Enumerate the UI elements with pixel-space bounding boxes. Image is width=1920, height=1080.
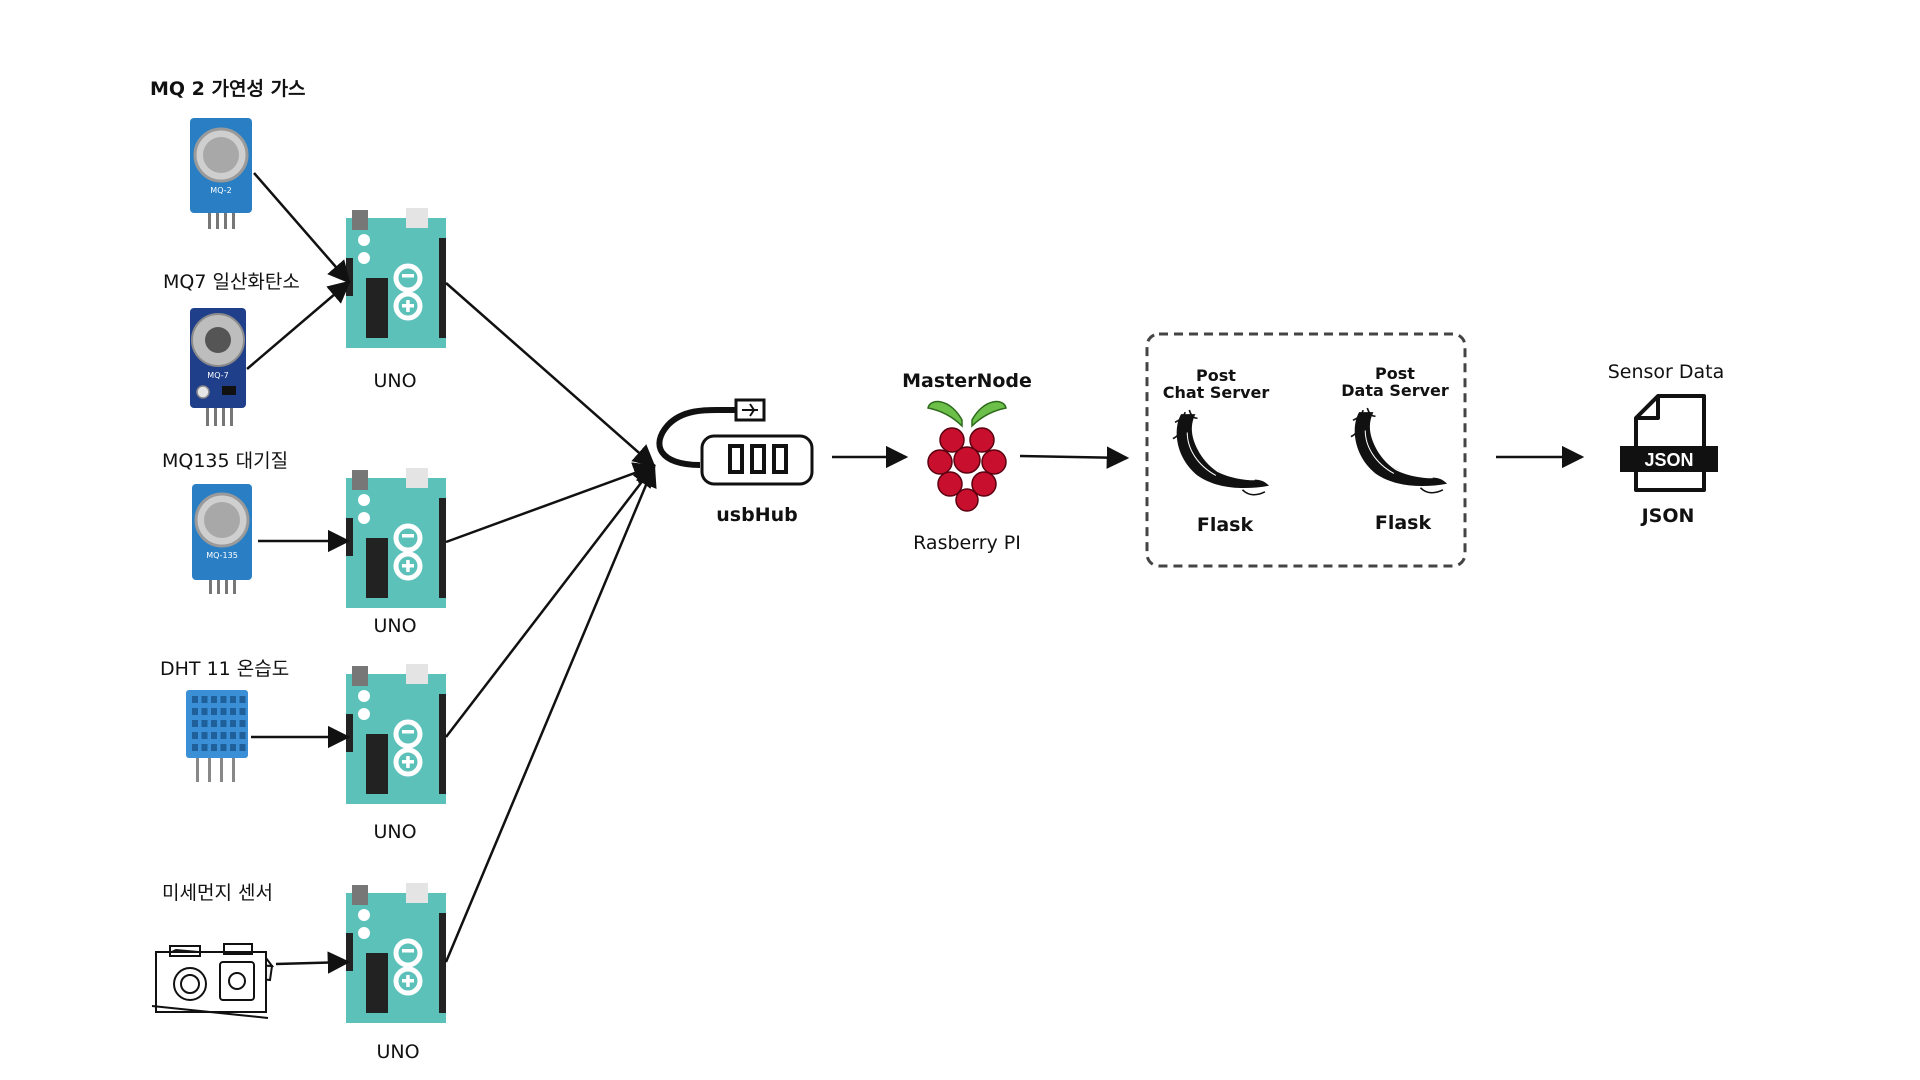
uno-label-2: UNO: [373, 615, 417, 637]
arrow-dust-uno: [275, 951, 351, 974]
raspberry-pi-icon: [927, 400, 1007, 512]
dht11-grid-cell: [239, 720, 246, 727]
dht11-grid-cell: [211, 732, 217, 739]
data-server-name: Data Server: [1341, 380, 1449, 400]
sensor-label-mq135: MQ135 대기질: [162, 450, 289, 472]
arrow-mq7-uno: [246, 280, 351, 370]
flask-icon-data: [1350, 407, 1448, 494]
uno-board-icon-4: [346, 883, 446, 1023]
dht11-grid-cell: [201, 696, 208, 703]
dht11-grid-cell: [239, 708, 246, 715]
mq135-sensor-icon: MQ-135: [192, 484, 252, 594]
output-title: Sensor Data: [1607, 361, 1725, 383]
arrow-master-servers: [1019, 446, 1130, 469]
dht11-grid-cell: [201, 732, 208, 739]
dht11-grid-cell: [201, 708, 208, 715]
mq135-chip-label: MQ-135: [206, 551, 238, 560]
master-label: Rasberry PI: [913, 532, 1021, 554]
arrow-uno2-hub: [445, 462, 657, 544]
dht11-grid-cell: [230, 732, 236, 739]
dht11-grid-cell: [201, 720, 208, 727]
data-server-post: Post: [1375, 364, 1415, 383]
dht11-grid-cell: [192, 696, 198, 703]
chat-server-post: Post: [1196, 366, 1236, 385]
dht11-grid-cell: [192, 732, 198, 739]
arrow-uno4-hub: [444, 463, 657, 963]
dht11-grid-cell: [230, 696, 236, 703]
json-badge-text: JSON: [1644, 450, 1693, 470]
usb-hub-icon: [656, 398, 814, 486]
dht11-grid-cell: [220, 708, 227, 715]
sensor-label-mq2: MQ 2 가연성 가스: [150, 78, 306, 100]
sensor-label-mq7: MQ7 일산화탄소: [163, 271, 300, 293]
mq7-sensor-icon: MQ-7: [190, 308, 246, 426]
dht11-grid-cell: [220, 744, 227, 751]
dust-sensor-icon: [151, 943, 275, 1019]
dht11-grid-cell: [230, 720, 236, 727]
arrow-uno3-hub: [445, 464, 656, 738]
dht11-grid-cell: [239, 732, 246, 739]
dht11-grid-cell: [239, 744, 246, 751]
dht11-grid-cell: [230, 708, 236, 715]
uno-label-4: UNO: [376, 1041, 420, 1063]
uno-board-icon-1: [346, 208, 446, 348]
dht11-grid-cell: [211, 708, 217, 715]
output-label: JSON: [1641, 505, 1695, 527]
data-server-caption: Post Data Server: [1341, 364, 1449, 400]
dht11-grid-cell: [211, 696, 217, 703]
flask-label-data: Flask: [1374, 512, 1432, 534]
arrow-mq2-uno: [253, 172, 351, 284]
mq2-chip-label: MQ-2: [210, 186, 231, 195]
hub-label: usbHub: [716, 504, 798, 526]
flask-icon-chat: [1172, 409, 1270, 496]
dht11-sensor-icon: [186, 690, 248, 782]
json-file-icon: JSON: [1620, 394, 1718, 492]
dht11-grid-cell: [220, 696, 227, 703]
chat-server-name: Chat Server: [1162, 382, 1270, 402]
uno-label-3: UNO: [373, 821, 417, 843]
dht11-grid-cell: [211, 744, 217, 751]
dht11-grid-cell: [220, 732, 227, 739]
mq2-sensor-icon: MQ-2: [190, 118, 252, 229]
dht11-grid-cell: [239, 696, 246, 703]
chat-server-caption: Post Chat Server: [1162, 366, 1270, 402]
master-title: MasterNode: [902, 370, 1032, 392]
uno-board-icon-2: [346, 468, 446, 608]
sensor-label-dust: 미세먼지 센서: [162, 882, 273, 904]
sensor-label-dht11: DHT 11 온습도: [160, 658, 290, 680]
dht11-grid-cell: [192, 708, 198, 715]
mq7-chip-label: MQ-7: [207, 371, 228, 380]
dht11-grid-cell: [230, 744, 236, 751]
dht11-grid-cell: [192, 744, 198, 751]
uno-label-1: UNO: [373, 370, 417, 392]
arrow-uno1-hub: [445, 282, 656, 468]
dht11-grid-cell: [211, 720, 217, 727]
dht11-grid-cell: [220, 720, 227, 727]
flask-label-chat: Flask: [1196, 514, 1254, 536]
dht11-grid-cell: [192, 720, 198, 727]
uno-board-icon-3: [346, 664, 446, 804]
dht11-grid-cell: [201, 744, 208, 751]
